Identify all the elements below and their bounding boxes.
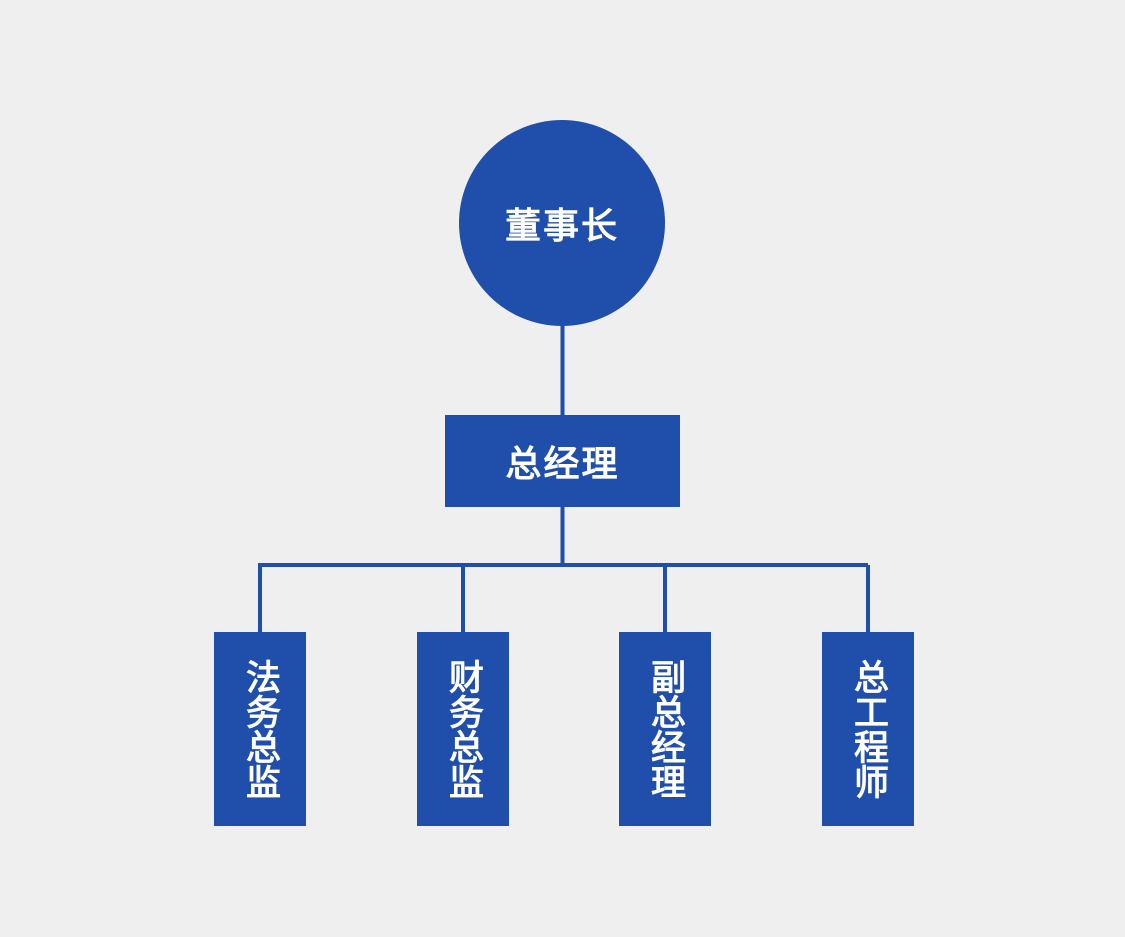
- vice-general-manager-label: 副总经理: [645, 659, 685, 799]
- finance-director-label: 财务总监: [443, 659, 483, 799]
- chairman-node: 董事长: [459, 120, 665, 326]
- finance-director-node: 财务总监: [417, 632, 509, 826]
- legal-director-label: 法务总监: [240, 659, 280, 799]
- chief-engineer-node: 总工程师: [822, 632, 914, 826]
- general-manager-node: 总经理: [445, 415, 680, 507]
- general-manager-label: 总经理: [505, 444, 620, 485]
- chief-engineer-label: 总工程师: [848, 659, 888, 799]
- legal-director-node: 法务总监: [214, 632, 306, 826]
- vice-general-manager-node: 副总经理: [619, 632, 711, 826]
- chairman-label: 董事长: [504, 206, 619, 247]
